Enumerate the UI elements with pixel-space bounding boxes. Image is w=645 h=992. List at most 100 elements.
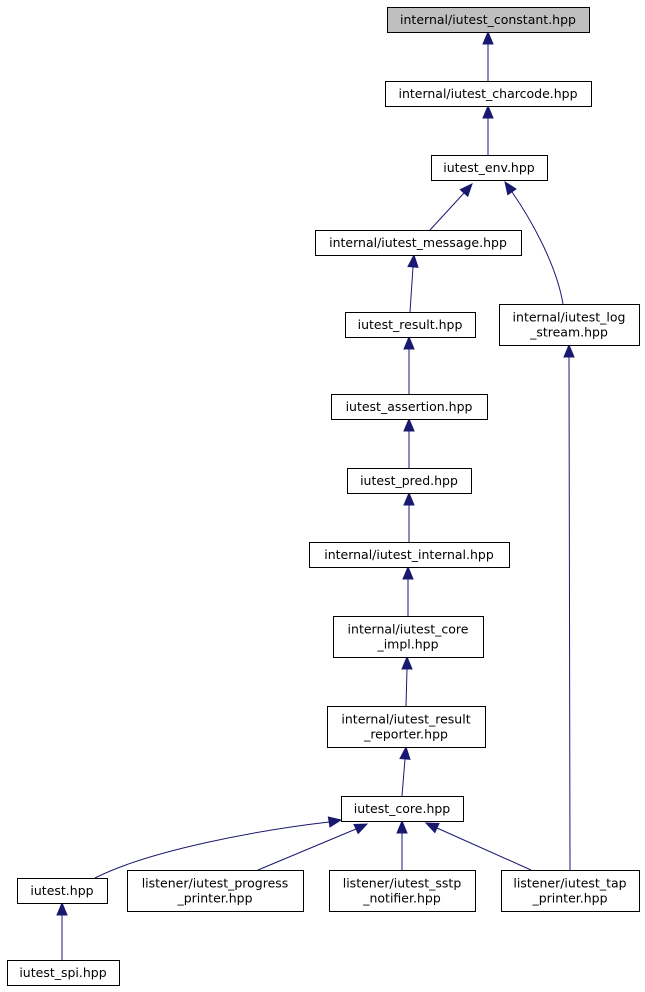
node-label: internal/iutest_log xyxy=(513,310,626,325)
node-label: iutest_assertion.hpp xyxy=(346,399,473,414)
node-label: listener/iutest_progress xyxy=(142,876,289,891)
edge-message-to-env xyxy=(429,183,473,231)
edge-iutest-to-core xyxy=(94,816,343,879)
node-box xyxy=(499,304,640,346)
node-label: iutest_spi.hpp xyxy=(19,965,106,980)
edge-arrowhead xyxy=(353,823,369,835)
node-label: _printer.hpp xyxy=(176,891,252,906)
edge-arrowhead xyxy=(403,491,415,506)
edge-line xyxy=(511,191,564,305)
node-sstp-notifier[interactable]: listener/iutest_sstp_notifier.hpp xyxy=(329,870,476,912)
edge-arrowhead xyxy=(396,819,408,834)
edge-tap_printer-to-core xyxy=(424,822,532,871)
node-label: iutest_core.hpp xyxy=(354,801,451,816)
edge-arrowhead xyxy=(327,816,343,828)
node-constant[interactable]: internal/iutest_constant.hpp xyxy=(387,7,590,33)
edge-line xyxy=(409,266,414,313)
node-label: iutest.hpp xyxy=(30,883,93,898)
node-label: _notifier.hpp xyxy=(362,891,441,906)
edge-tap_printer-to-log_stream xyxy=(563,343,575,871)
node-label: internal/iutest_constant.hpp xyxy=(400,12,576,27)
node-label: iutest_result.hpp xyxy=(358,317,463,332)
edge-arrowhead xyxy=(424,822,440,834)
node-progress-printer[interactable]: listener/iutest_progress_printer.hpp xyxy=(127,870,304,912)
edge-line xyxy=(401,758,406,797)
node-box xyxy=(315,230,522,256)
node-label: _stream.hpp xyxy=(529,325,608,340)
edge-line xyxy=(429,192,465,231)
node-tap-printer[interactable]: listener/iutest_tap_printer.hpp xyxy=(501,870,640,912)
node-spi[interactable]: iutest_spi.hpp xyxy=(7,960,120,986)
node-box xyxy=(327,706,486,748)
edge-line xyxy=(568,356,571,871)
node-box xyxy=(431,155,548,181)
node-box xyxy=(501,870,640,912)
node-assertion[interactable]: iutest_assertion.hpp xyxy=(331,394,488,420)
node-log-stream[interactable]: internal/iutest_log_stream.hpp xyxy=(499,304,640,346)
edge-pred-to-assertion xyxy=(403,417,415,468)
edge-result_reporter-to-core_impl xyxy=(401,655,413,707)
edge-arrowhead xyxy=(56,901,68,916)
edge-log_stream-to-env xyxy=(504,180,564,305)
node-label: internal/iutest_internal.hpp xyxy=(324,547,494,562)
edge-env-to-charcode xyxy=(482,104,494,155)
node-result-reporter[interactable]: internal/iutest_result_reporter.hpp xyxy=(327,706,486,748)
edge-charcode-to-constant xyxy=(482,30,494,81)
edge-sstp_notifier-to-core xyxy=(396,819,408,870)
node-core-impl[interactable]: internal/iutest_core_impl.hpp xyxy=(333,616,484,658)
edge-arrowhead xyxy=(401,655,413,670)
node-iutest[interactable]: iutest.hpp xyxy=(17,878,108,904)
node-label: listener/iutest_tap xyxy=(513,876,626,891)
edge-line xyxy=(405,668,408,707)
edge-arrowhead xyxy=(563,343,575,358)
edges xyxy=(56,30,575,960)
node-internal[interactable]: internal/iutest_internal.hpp xyxy=(309,542,510,568)
node-label: _impl.hpp xyxy=(376,637,438,652)
edge-arrowhead xyxy=(482,104,494,119)
node-pred[interactable]: iutest_pred.hpp xyxy=(347,468,472,494)
edge-arrowhead xyxy=(403,335,415,350)
node-box xyxy=(345,312,476,338)
node-result[interactable]: iutest_result.hpp xyxy=(345,312,476,338)
edge-arrowhead xyxy=(482,30,494,45)
node-label: _reporter.hpp xyxy=(363,727,448,742)
edge-arrowhead xyxy=(402,565,414,580)
nodes: internal/iutest_constant.hpp internal/iut… xyxy=(7,7,640,986)
edge-arrowhead xyxy=(399,745,411,760)
node-label: internal/iutest_core xyxy=(348,622,469,637)
node-box xyxy=(7,960,120,986)
edge-arrowhead xyxy=(504,180,517,196)
edge-line xyxy=(94,821,330,879)
node-box xyxy=(127,870,304,912)
edge-assertion-to-result xyxy=(403,335,415,394)
edge-line xyxy=(436,827,532,871)
node-env[interactable]: iutest_env.hpp xyxy=(431,155,548,181)
node-box xyxy=(385,81,592,107)
edge-core-to-result_reporter xyxy=(399,745,411,797)
node-box xyxy=(347,468,472,494)
node-box xyxy=(309,542,510,568)
node-label: iutest_pred.hpp xyxy=(360,473,458,488)
node-box xyxy=(17,878,108,904)
node-message[interactable]: internal/iutest_message.hpp xyxy=(315,230,522,256)
edge-line xyxy=(257,828,357,871)
edge-spi-to-iutest xyxy=(56,901,68,960)
node-charcode[interactable]: internal/iutest_charcode.hpp xyxy=(385,81,592,107)
edge-result-to-message xyxy=(407,253,419,313)
node-box xyxy=(387,7,590,33)
edge-arrowhead xyxy=(403,417,415,432)
edge-progress_printer-to-core xyxy=(257,823,369,871)
node-box xyxy=(341,796,464,822)
node-label: _printer.hpp xyxy=(531,891,607,906)
edge-arrowhead xyxy=(407,253,419,268)
edge-core_impl-to-internal xyxy=(402,565,414,616)
node-label: iutest_env.hpp xyxy=(443,160,535,175)
node-label: internal/iutest_charcode.hpp xyxy=(398,86,577,101)
node-label: internal/iutest_result xyxy=(341,712,470,727)
node-box xyxy=(331,394,488,420)
edge-arrowhead xyxy=(459,183,473,198)
node-box xyxy=(329,870,476,912)
node-box xyxy=(333,616,484,658)
node-core[interactable]: iutest_core.hpp xyxy=(341,796,464,822)
